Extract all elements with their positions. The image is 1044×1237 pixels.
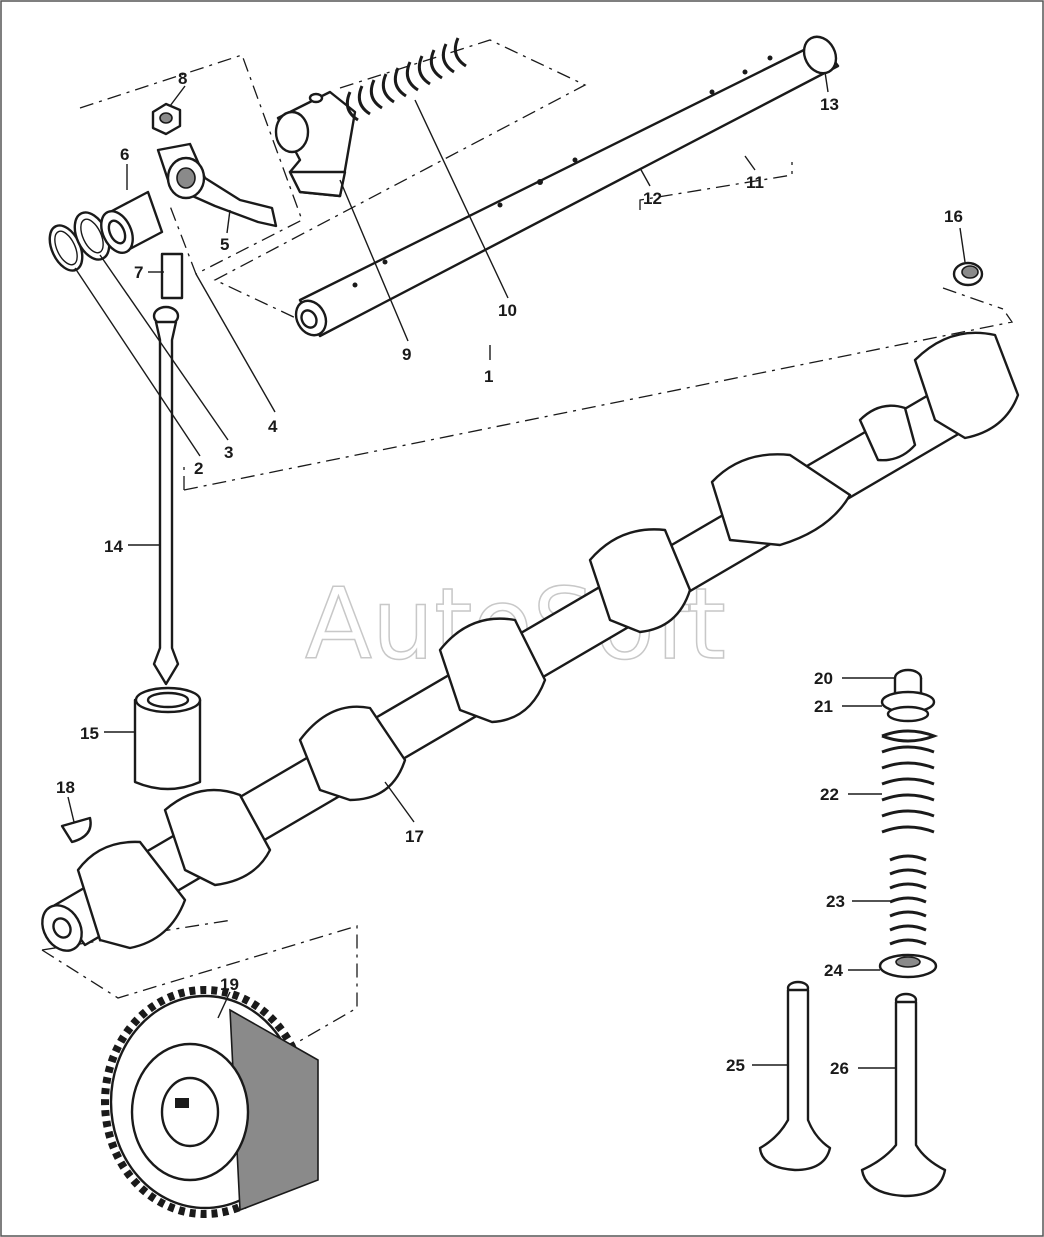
circlip <box>48 224 84 272</box>
plug <box>802 35 838 75</box>
callout-17: 17 <box>405 827 424 846</box>
outer-valve-spring <box>881 729 939 834</box>
lock-nut <box>151 102 182 136</box>
callout-25: 25 <box>726 1056 745 1075</box>
callout-3: 3 <box>224 443 233 462</box>
camshaft-gear <box>101 986 319 1218</box>
woodruff-key <box>60 816 92 844</box>
callout-6: 6 <box>120 145 129 164</box>
callout-14: 14 <box>104 537 123 556</box>
camshaft <box>41 331 1020 952</box>
callout-22: 22 <box>820 785 839 804</box>
adjusting-screw <box>160 252 184 300</box>
spring-retainer <box>880 690 936 723</box>
callout-9: 9 <box>402 345 411 364</box>
callout-4: 4 <box>268 417 278 436</box>
callout-8: 8 <box>178 69 187 88</box>
callout-16: 16 <box>944 207 963 226</box>
callout-18: 18 <box>56 778 75 797</box>
rocker-spring <box>345 37 467 122</box>
plug-16 <box>952 261 984 287</box>
callout-2: 2 <box>194 459 203 478</box>
callout-11: 11 <box>746 173 764 192</box>
callout-labels: 1 2 3 4 5 6 7 8 9 10 11 12 13 14 15 16 1… <box>56 69 963 1078</box>
rocker-bracket <box>274 90 357 198</box>
inner-valve-spring <box>889 854 927 946</box>
callout-5: 5 <box>220 235 229 254</box>
tappet <box>133 686 202 791</box>
callout-7: 7 <box>134 263 143 282</box>
callout-21: 21 <box>814 697 833 716</box>
spring-seat <box>878 953 938 979</box>
callout-26: 26 <box>830 1059 849 1078</box>
leader-lines <box>67 71 966 1069</box>
push-rod <box>152 305 180 686</box>
callout-23: 23 <box>826 892 845 911</box>
callout-10: 10 <box>498 301 517 320</box>
spacer-sleeve <box>100 190 164 254</box>
callout-19: 19 <box>220 975 239 994</box>
callout-24: 24 <box>824 961 843 980</box>
callout-1: 1 <box>484 367 493 386</box>
callout-15: 15 <box>80 724 99 743</box>
intake-valve <box>758 980 832 1172</box>
callout-12: 12 <box>643 189 662 208</box>
callout-13: 13 <box>820 95 839 114</box>
rocker-shaft <box>294 40 840 338</box>
callout-20: 20 <box>814 669 833 688</box>
exhaust-valve <box>860 992 947 1198</box>
rocker-arm <box>156 142 278 228</box>
